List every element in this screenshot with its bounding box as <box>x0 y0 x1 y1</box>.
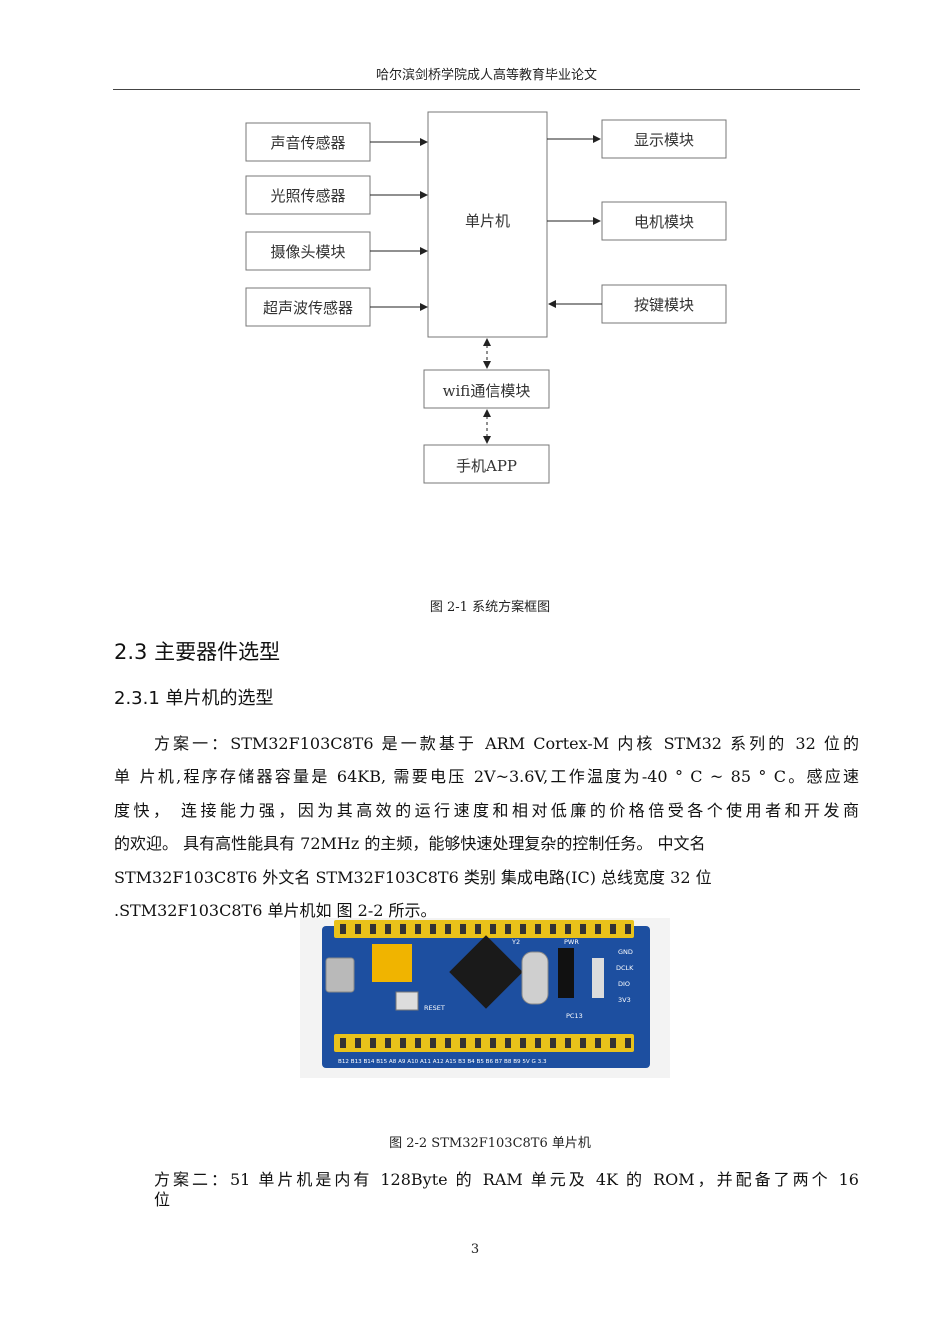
box-phone-app <box>423 444 550 484</box>
silk-dclk: DCLK <box>616 964 634 972</box>
page-number: 3 <box>470 1242 480 1257</box>
label-camera-module: 摄像头模块 <box>270 243 346 261</box>
silk-pc13: PC13 <box>566 1012 583 1020</box>
paragraph-line: 度快， 连接能力强，因为其高效的运行速度和相对低廉的价格倍受各个使用者和开发商 <box>114 801 859 820</box>
silk-dio: DIO <box>618 980 630 988</box>
header-rule <box>113 89 860 90</box>
label-wifi-module: wifi通信模块 <box>442 382 531 400</box>
box-camera-module <box>245 231 371 271</box>
label-mcu: 单片机 <box>464 212 510 230</box>
label-display-module: 显示模块 <box>633 131 694 149</box>
paragraph-line: STM32F103C8T6 外文名 STM32F103C8T6 类别 集成电路(… <box>114 868 712 887</box>
box-ultrasonic-sensor <box>245 287 371 327</box>
silk-pwr: PWR <box>564 938 579 946</box>
box-wifi-module <box>423 369 550 409</box>
paragraph-line: 方案一：STM32F103C8T6 是一款基于 ARM Cortex-M 内核 … <box>154 734 859 753</box>
label-ultrasonic-sensor: 超声波传感器 <box>262 299 353 317</box>
reset-button <box>395 991 419 1011</box>
box-mcu <box>427 111 548 338</box>
paragraph-line: .STM32F103C8T6 单片机如 图 2-2 所示。 <box>114 901 437 920</box>
label-key-module: 按键模块 <box>633 296 694 314</box>
silk-reset: RESET <box>424 1004 445 1012</box>
silk-gnd: GND <box>618 948 633 956</box>
figure-caption-2-2: 图 2-2 STM32F103C8T6 单片机 <box>389 1136 591 1151</box>
box-light-sensor <box>245 175 371 215</box>
subsection-heading: 2.3.1 单片机的选型 <box>114 688 274 709</box>
paragraph-line: 单 片机,程序存储器容量是 64KB, 需要电压 2V~3.6V,工作温度为-4… <box>114 767 859 786</box>
box-display-module <box>601 119 727 159</box>
silk-3v3: 3V3 <box>618 996 631 1004</box>
system-block-diagram <box>245 111 727 484</box>
boot-jumpers <box>372 944 412 982</box>
mcu-chip <box>449 935 523 1009</box>
box-motor-module <box>601 201 727 241</box>
usb-port <box>325 957 355 993</box>
paragraph-line: 的欢迎。 具有高性能具有 72MHz 的主频，能够快速处理复杂的控制任务。 中文… <box>114 834 706 853</box>
top-header-pins <box>334 920 634 938</box>
label-phone-app: 手机APP <box>455 457 518 475</box>
box-key-module <box>601 284 727 324</box>
silk-bottom-pins: B12 B13 B14 B15 A8 A9 A10 A11 A12 A15 B3… <box>338 1059 547 1065</box>
label-sound-sensor: 声音传感器 <box>270 134 346 152</box>
bottom-header-pins <box>334 1034 634 1052</box>
paragraph-line: 方案二：51 单片机是内有 128Byte 的 RAM 单元及 4K 的 ROM… <box>154 1170 859 1189</box>
running-header: 哈尔滨剑桥学院成人高等教育毕业论文 <box>375 68 597 83</box>
label-light-sensor: 光照传感器 <box>270 187 346 205</box>
paragraph-line: 位 <box>154 1190 171 1209</box>
figure-caption-2-1: 图 2-1 系统方案框图 <box>429 600 551 615</box>
stm32-board-photo: Y2 PWR RESET GND DCLK DIO 3V3 PC13 B12 B… <box>300 918 670 1078</box>
silk-y2: Y2 <box>511 938 520 946</box>
regulator <box>558 948 574 998</box>
box-sound-sensor <box>245 122 371 162</box>
section-heading: 2.3 主要器件选型 <box>114 640 281 664</box>
label-motor-module: 电机模块 <box>633 213 694 231</box>
crystal <box>521 951 549 1005</box>
